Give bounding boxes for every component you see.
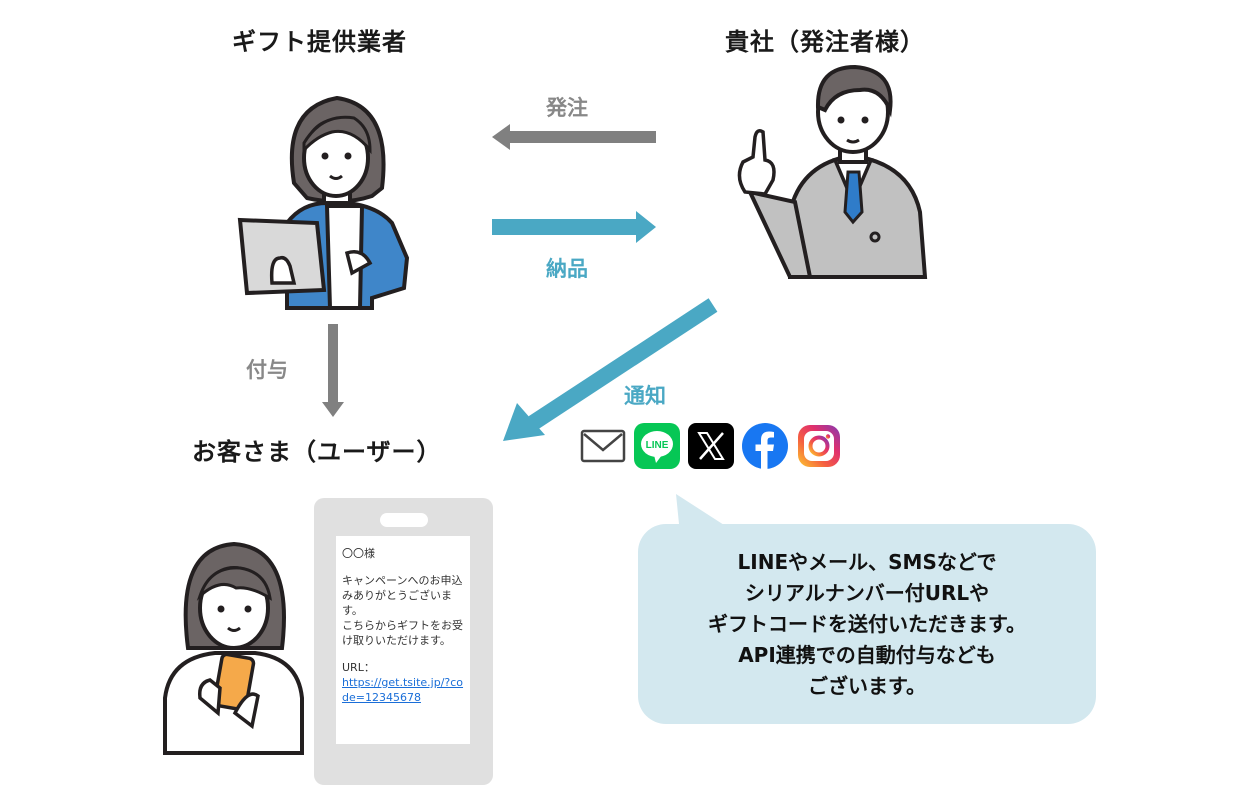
company-heading: 貴社（発注者様） (725, 28, 925, 56)
grant-arrow (322, 324, 344, 417)
company-man-illustration (737, 64, 928, 279)
channel-icons: LINE (580, 423, 842, 469)
notify-arrow (503, 298, 718, 441)
message-url-link[interactable]: https://get.tsite.jp/?code=12345678 (342, 676, 464, 704)
notify-label: 通知 (624, 384, 666, 408)
callout-line: LINEやメール、SMSなどで (737, 550, 997, 574)
callout-line: API連携での自動付与なども (738, 643, 996, 667)
message-body-2: こちらからギフトをお受け取りいただけます。 (342, 619, 463, 647)
order-arrow (492, 124, 656, 150)
message-greeting: 〇〇様 (342, 547, 375, 560)
phone-mockup: 〇〇様 キャンペーンへのお申込みありがとうございます。 こちらからギフトをお受け… (314, 498, 493, 785)
facebook-icon (742, 423, 788, 469)
grant-label: 付与 (246, 358, 288, 382)
provider-heading: ギフト提供業者 (232, 28, 407, 56)
phone-speaker-slot (380, 513, 428, 527)
line-icon: LINE (634, 423, 680, 469)
delivery-label: 納品 (546, 257, 588, 281)
svg-text:LINE: LINE (646, 440, 669, 451)
callout-bubble: LINEやメール、SMSなどで シリアルナンバー付URLや ギフトコードを送付い… (638, 524, 1096, 724)
customer-heading: お客さま（ユーザー） (192, 438, 442, 466)
customer-woman-illustration (163, 541, 304, 755)
provider-woman-illustration (237, 95, 410, 310)
callout-line: シリアルナンバー付URLや (744, 581, 990, 605)
x-icon (688, 423, 734, 469)
callout-text: LINEやメール、SMSなどで シリアルナンバー付URLや ギフトコードを送付い… (638, 524, 1096, 702)
order-label: 発注 (546, 96, 588, 120)
callout-line: ギフトコードを送付いただきます。 (708, 612, 1026, 636)
envelope-icon (580, 429, 626, 463)
message-body-1: キャンペーンへのお申込みありがとうございます。 (342, 574, 463, 617)
delivery-arrow (492, 211, 656, 243)
message-url-label: URL： (342, 661, 375, 674)
phone-screen: 〇〇様 キャンペーンへのお申込みありがとうございます。 こちらからギフトをお受け… (336, 536, 470, 744)
instagram-icon (798, 425, 840, 467)
callout-line: ございます。 (808, 674, 926, 698)
